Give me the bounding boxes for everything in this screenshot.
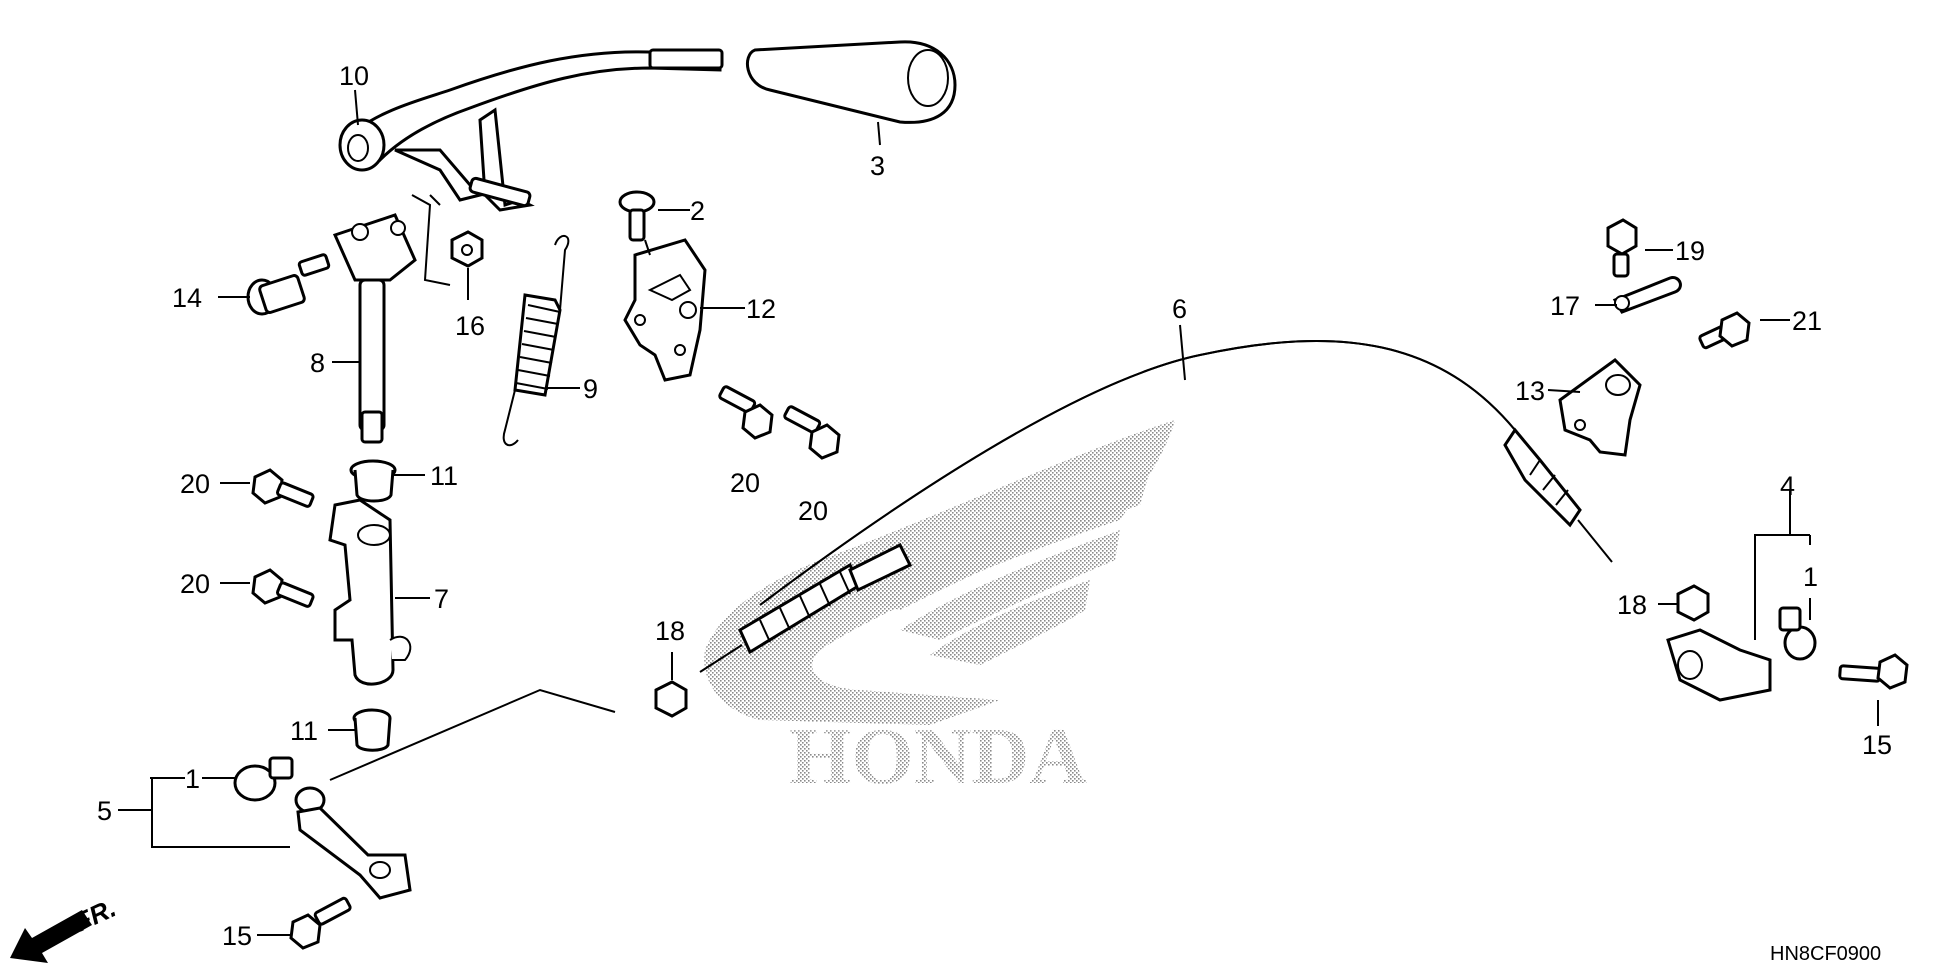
callout-9: 9 [583, 374, 598, 404]
callout-7: 7 [434, 584, 449, 614]
callout-10: 10 [339, 61, 369, 91]
bolt-part-15-left [289, 896, 352, 950]
callout-16: 16 [455, 311, 485, 341]
bolt-part-20-left-b [251, 568, 315, 608]
nut-part-16 [450, 230, 484, 268]
callout-8: 8 [310, 348, 325, 378]
callout-19: 19 [1675, 236, 1705, 266]
cable-part-6 [699, 339, 1613, 673]
bolt-part-14 [246, 253, 331, 316]
bracket-part-13 [1558, 358, 1642, 457]
plate-part-12 [623, 238, 707, 382]
callout-15-right: 15 [1862, 730, 1892, 760]
spring-part-9 [502, 235, 570, 447]
shift-lever-part-10 [338, 48, 724, 212]
callout-15-left: 15 [222, 921, 252, 951]
callout-11-lower: 11 [290, 716, 318, 746]
honda-watermark-text: HONDA [789, 713, 1087, 801]
bolt-part-20-upper-b [783, 405, 841, 460]
callout-18-left: 18 [655, 616, 685, 646]
leader-lines [118, 89, 1879, 936]
bolt-part-20-left-a [251, 468, 315, 508]
callout-17: 17 [1550, 291, 1580, 321]
front-arrow-icon [10, 910, 92, 963]
front-direction-indicator: FR. [10, 893, 121, 963]
pin-part-2 [618, 190, 656, 242]
callout-14: 14 [172, 283, 202, 313]
part-1-left [233, 756, 294, 802]
collar-part-11-lower [352, 708, 392, 752]
callout-20-left-lower: 20 [180, 569, 210, 599]
knob-part-3 [746, 40, 957, 124]
callout-3: 3 [870, 151, 885, 181]
bracket-part-7 [328, 498, 412, 686]
collar-part-11-upper [349, 459, 397, 503]
callout-18-right: 18 [1617, 590, 1647, 620]
shaft-part-8 [332, 213, 417, 444]
arm-part-5 [294, 786, 412, 900]
plate-part-17 [1612, 276, 1682, 314]
bolt-part-21 [1698, 311, 1751, 350]
callout-20-upper-a: 20 [730, 468, 760, 498]
callout-6: 6 [1172, 294, 1187, 324]
nut-part-18-right [1676, 584, 1710, 622]
callout-1-left: 1 [185, 764, 200, 794]
callout-21: 21 [1792, 306, 1822, 336]
leader-3 [877, 121, 881, 146]
bolt-part-20-upper-a [718, 385, 774, 440]
callout-13: 13 [1515, 376, 1545, 406]
callout-20-left-upper: 20 [180, 469, 210, 499]
callout-4: 4 [1780, 471, 1795, 501]
callout-11-upper: 11 [430, 461, 458, 491]
bolt-part-19 [1606, 218, 1638, 278]
honda-watermark-logo: HONDA [789, 713, 1087, 801]
diagram-code: HN8CF0900 [1770, 943, 1881, 965]
honda-wing-watermark [704, 420, 1175, 725]
bolt-part-15-right [1838, 653, 1909, 690]
callout-1-right: 1 [1803, 562, 1818, 592]
callout-2: 2 [690, 196, 705, 226]
callout-12: 12 [746, 294, 776, 324]
nut-part-18-left [654, 680, 688, 718]
arm-part-4 [1666, 606, 1817, 702]
callout-labels: 10 3 2 12 14 16 8 9 11 20 20 20 20 7 11 … [97, 61, 1892, 951]
callout-20-upper-b: 20 [798, 496, 828, 526]
callout-5: 5 [97, 796, 112, 826]
